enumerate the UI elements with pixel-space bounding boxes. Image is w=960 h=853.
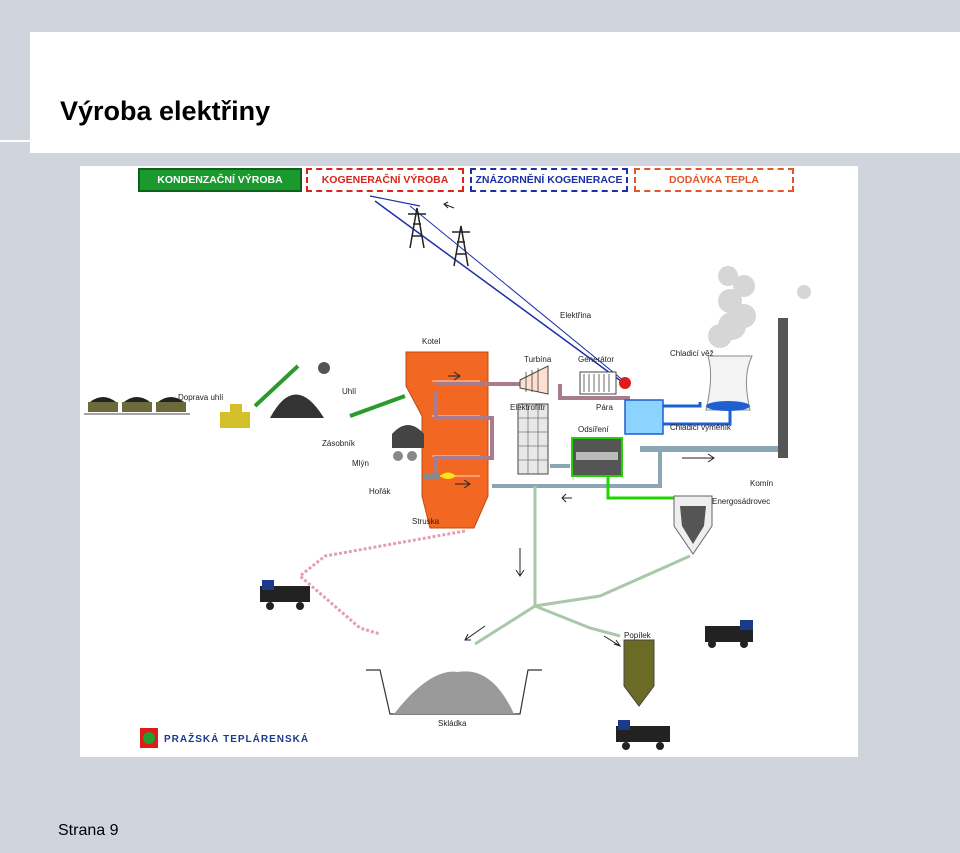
tab-dodavka-tepla[interactable]: DODÁVKA TEPLA bbox=[634, 168, 794, 192]
bulldozer-icon bbox=[220, 404, 250, 428]
power-line bbox=[369, 195, 631, 387]
label-turbina: Turbína bbox=[524, 355, 552, 364]
coal-bunker-icon bbox=[392, 425, 424, 461]
label-komin: Komín bbox=[750, 479, 773, 488]
svg-text:PRAŽSKÁ TEPLÁRENSKÁ: PRAŽSKÁ TEPLÁRENSKÁ bbox=[164, 732, 309, 745]
label-elektrina: Elektřina bbox=[560, 311, 592, 320]
power-plant-diagram: KONDENZAČNÍ VÝROBA KOGENERAČNÍ VÝROBA ZN… bbox=[80, 166, 858, 757]
label-doprava-uhli: Doprava uhlí bbox=[178, 393, 224, 402]
tab-znazorneni-kogenerace[interactable]: ZNÁZORNĚNÍ KOGENERACE bbox=[470, 168, 628, 192]
slide-title: Výroba elektřiny bbox=[60, 96, 271, 126]
steam-pipe bbox=[434, 382, 630, 476]
label-energosadrovec: Energosádrovec bbox=[712, 497, 770, 506]
label-para: Pára bbox=[596, 403, 613, 412]
flow-arrow-icon bbox=[443, 201, 715, 647]
label-elektrofiltr: Elektrofiltr bbox=[510, 403, 546, 412]
label-chladici-vez: Chladicí věž bbox=[670, 349, 714, 358]
slag-conveyor bbox=[297, 529, 466, 636]
coal-pile-icon bbox=[270, 362, 330, 418]
label-odsireni: Odsíření bbox=[578, 425, 609, 434]
tab-kondenzacni-vyroba[interactable]: KONDENZAČNÍ VÝROBA bbox=[138, 168, 302, 192]
company-logo: PRAŽSKÁ TEPLÁRENSKÁ bbox=[140, 728, 309, 748]
label-chladici-vymenik: Chladicí výměník bbox=[670, 423, 732, 432]
label-struska: Struska bbox=[412, 517, 440, 526]
ash-conveyor bbox=[474, 486, 691, 646]
label-horak: Hořák bbox=[369, 487, 391, 496]
landfill-icon bbox=[366, 669, 542, 715]
ash-silo-icon bbox=[623, 639, 655, 707]
label-zasobnik: Zásobník bbox=[322, 439, 356, 448]
chimney-icon bbox=[778, 318, 788, 458]
generator-icon bbox=[579, 371, 631, 395]
gypsum-silo-icon bbox=[673, 495, 713, 555]
title-band bbox=[30, 32, 960, 153]
cooling-water-pipe bbox=[655, 402, 732, 426]
electrofilter-icon bbox=[517, 403, 549, 475]
left-rule bbox=[0, 140, 30, 142]
desulfurization-icon bbox=[571, 437, 623, 477]
turbine-icon bbox=[519, 365, 549, 395]
cooling-tower-icon bbox=[705, 355, 753, 411]
pylon-icon bbox=[408, 207, 470, 267]
truck-icon bbox=[705, 620, 753, 648]
label-skladka: Skládka bbox=[438, 719, 467, 728]
steam-cloud-icon bbox=[708, 266, 811, 348]
label-kotel: Kotel bbox=[422, 337, 440, 346]
flame-icon bbox=[440, 472, 456, 479]
diagram-drawing: PRAŽSKÁ TEPLÁRENSKÁ Elektřina Kotel Turb… bbox=[84, 195, 811, 750]
truck-icon bbox=[260, 580, 310, 610]
truck-icon bbox=[616, 720, 670, 750]
label-mlyn: Mlýn bbox=[352, 459, 369, 468]
page-number: Strana 9 bbox=[58, 822, 119, 839]
coal-train-icon bbox=[84, 397, 190, 415]
label-generator: Generátor bbox=[578, 355, 614, 364]
label-uhli: Uhlí bbox=[342, 387, 357, 396]
flue-gas-pipe bbox=[492, 446, 662, 488]
gypsum-pipe bbox=[606, 476, 678, 506]
flue-gas-duct bbox=[640, 446, 780, 452]
cooling-exchanger-icon bbox=[624, 399, 664, 435]
tab-kogeneracni-vyroba[interactable]: KOGENERAČNÍ VÝROBA bbox=[306, 168, 464, 192]
label-popilek: Popílek bbox=[624, 631, 652, 640]
conveyor-icon bbox=[253, 364, 406, 418]
